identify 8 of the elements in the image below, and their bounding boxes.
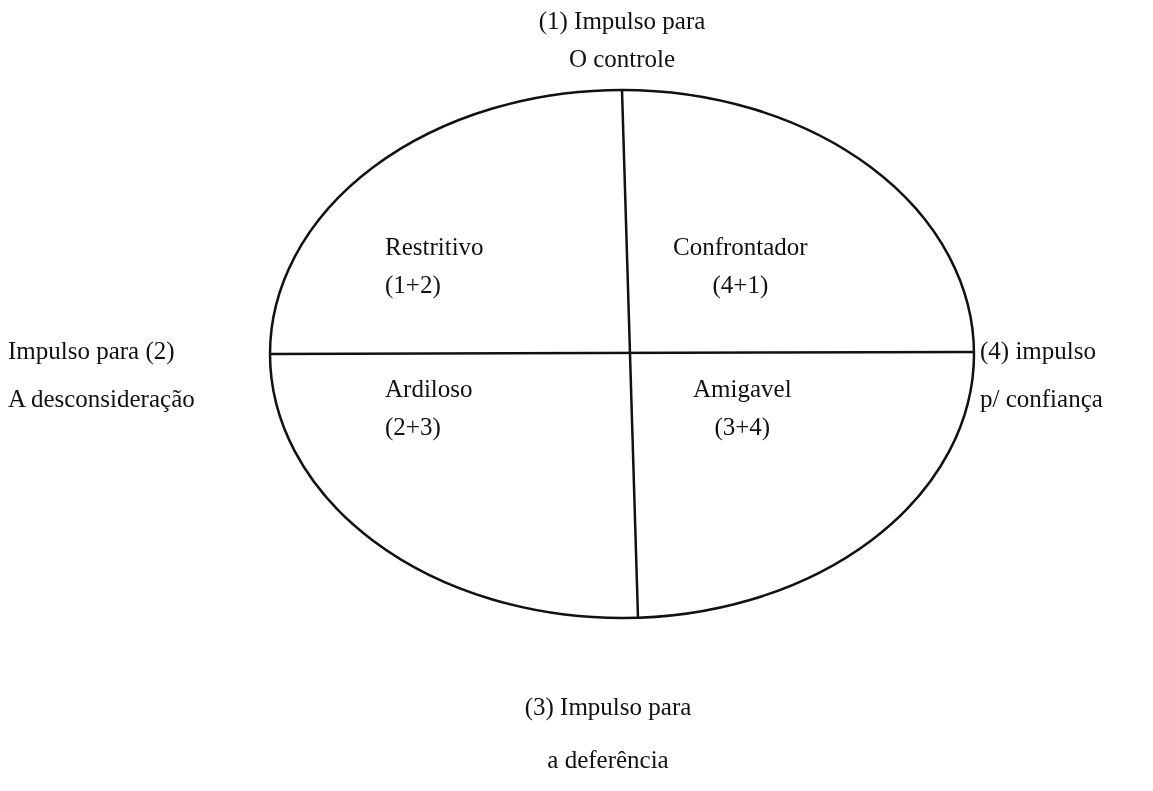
quadrant-label: Ardiloso (2+3) [385,374,473,443]
quadrant-label: Confrontador (4+1) [673,232,808,301]
axis-label: (1) Impulso para O controle [538,6,706,74]
axis-label: (3) Impulso para a deferência [524,692,692,775]
axis-label: (4) impulso p/ confiança [980,336,1103,414]
quadrant-label: Restritivo (1+2) [385,232,484,301]
axis-label: Impulso para (2) A desconsideração [8,336,195,414]
quadrant-label: Amigavel (3+4) [693,374,792,443]
